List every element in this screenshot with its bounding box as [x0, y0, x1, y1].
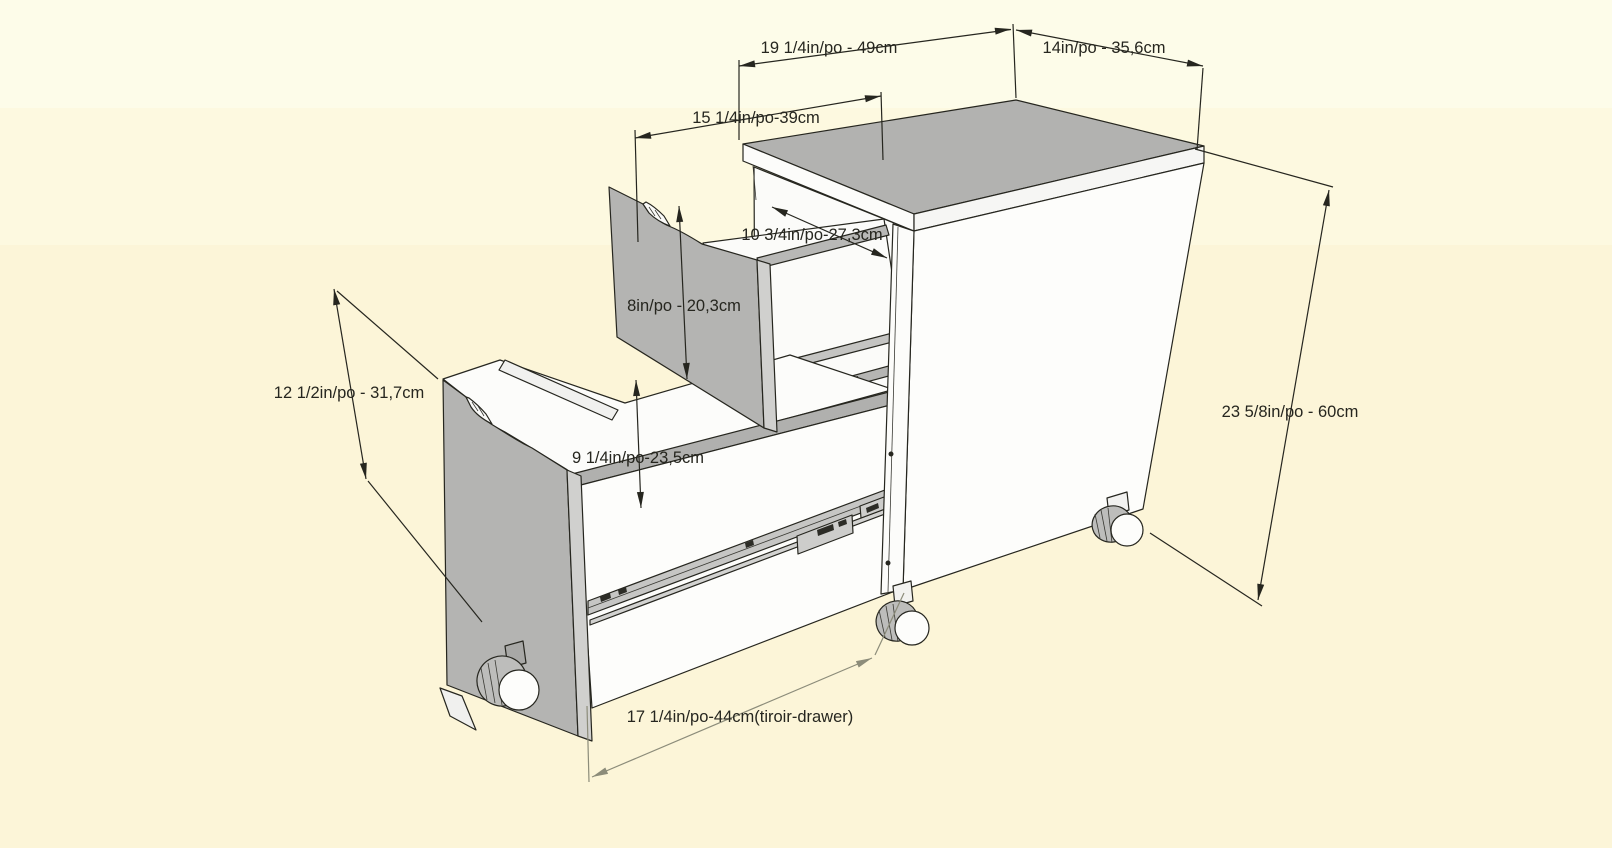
dim-bottom-drawer-front-height: 12 1/2in/po - 31,7cm: [274, 288, 483, 623]
top-drawer-front-panel: [608, 186, 778, 433]
bottom-drawer-corner-edge: [439, 687, 477, 731]
dim-top-drawer-front-height-label: 8in/po - 20,3cm: [627, 297, 741, 315]
dim-drawer-depth: 17 1/4in/po-44cm(tiroir-drawer): [586, 592, 905, 783]
bottom-drawer-box: [442, 354, 908, 709]
dim-drawer-extension: 15 1/4in/po-39cm: [634, 91, 884, 243]
dim-top-depth-label: 19 1/4in/po - 49cm: [761, 39, 898, 57]
dim-top-width-label: 14in/po - 35,6cm: [1043, 39, 1166, 57]
dim-top-width: 14in/po - 35,6cm: [1015, 29, 1204, 151]
dim-drawer-extension-label: 15 1/4in/po-39cm: [692, 109, 820, 127]
dim-top-depth: 19 1/4in/po - 49cm: [738, 23, 1017, 140]
bottom-drawer-handle-notch: [465, 396, 493, 425]
dim-cabinet-height: 23 5/8in/po - 60cm: [1149, 148, 1359, 607]
top-drawer-front-edge: [756, 259, 778, 433]
rail-slot: [618, 587, 627, 595]
bracket-slot: [838, 519, 847, 527]
plate-slot: [866, 503, 879, 513]
dim-top-drawer-inner-width: 10 3/4in/po-27,3cm: [741, 206, 888, 259]
bottom-drawer-front-panel: [439, 379, 593, 742]
dim-top-drawer-front-height: 8in/po - 20,3cm: [627, 205, 741, 380]
cabinet-front-stile: [880, 223, 915, 607]
bottom-drawer-left-top-edge: [498, 359, 619, 421]
caster-wheel-face: [1110, 513, 1144, 547]
dim-bottom-drawer-inner-height: 9 1/4in/po-23,5cm: [572, 379, 704, 509]
rail-slot: [745, 540, 754, 548]
caster-front-drawer: [476, 640, 540, 711]
screw-hole: [885, 560, 891, 566]
dim-bottom-drawer-front-height-label: 12 1/2in/po - 31,7cm: [274, 384, 424, 402]
dim-top-drawer-inner-width-label: 10 3/4in/po-27,3cm: [741, 226, 882, 244]
cabinet-bottom-bracket: [892, 580, 914, 607]
bottom-drawer-front-edge: [566, 469, 593, 742]
screw-hole: [888, 451, 894, 457]
bracket-slot: [817, 524, 834, 536]
dim-bottom-drawer-inner-height-label: 9 1/4in/po-23,5cm: [572, 449, 704, 467]
rail-slot: [600, 593, 611, 602]
dim-cabinet-height-label: 23 5/8in/po - 60cm: [1222, 403, 1359, 421]
dim-drawer-depth-label: 17 1/4in/po-44cm(tiroir-drawer): [627, 708, 854, 726]
caster-wheel-face: [894, 610, 930, 646]
caster-wheel-face: [498, 669, 540, 711]
caster-cabinet-right: [1091, 491, 1144, 547]
